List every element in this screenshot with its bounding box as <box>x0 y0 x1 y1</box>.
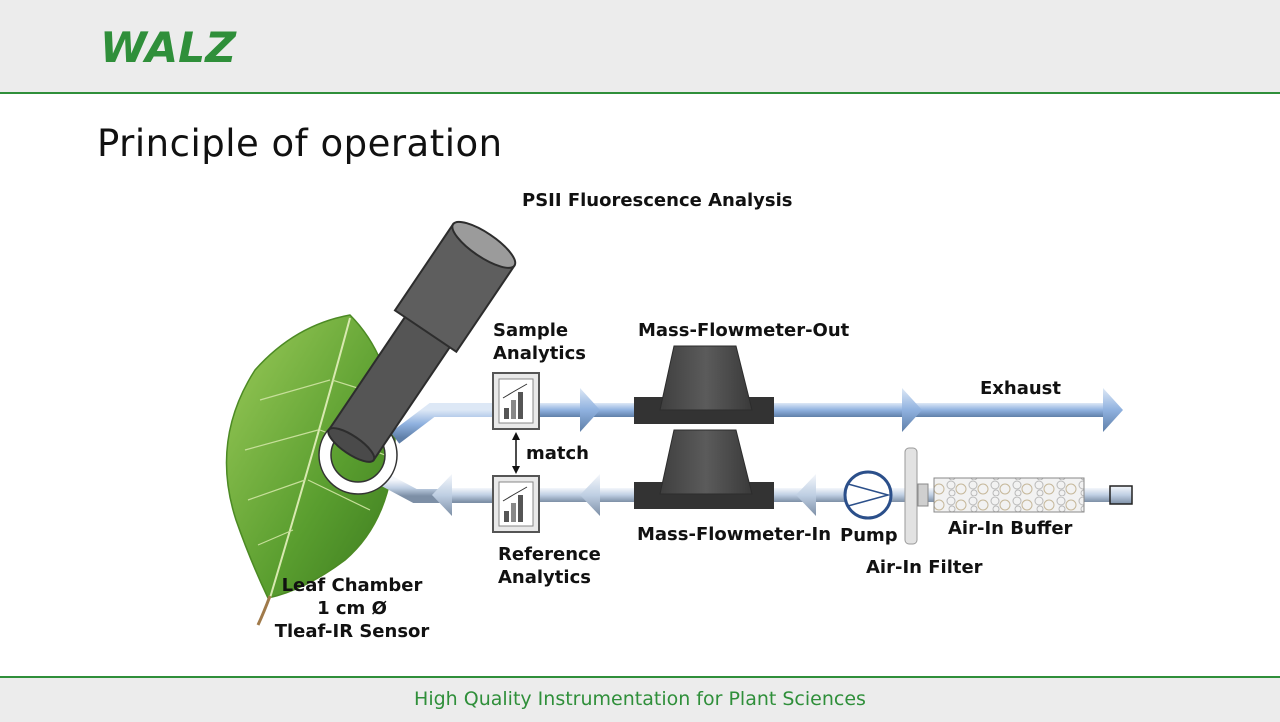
pump-icon <box>843 470 893 520</box>
walz-logo: WALZ <box>100 24 238 68</box>
walz-logo-text: WALZ <box>100 24 238 68</box>
reference-analytics-icon <box>492 475 540 533</box>
reference-analytics-label-1: Reference <box>498 544 601 565</box>
exhaust-arrow-icon <box>1103 388 1123 432</box>
sample-flow-tube <box>520 403 1115 417</box>
air-in-filter-label: Air-In Filter <box>866 557 983 578</box>
leaf-illustration <box>225 314 396 626</box>
flow-arrow-icon <box>580 474 600 516</box>
page-title: Principle of operation <box>97 122 503 165</box>
sample-tube <box>390 403 520 444</box>
leaf-chamber-label-3: Tleaf-IR Sensor <box>275 621 430 642</box>
footer-tagline: High Quality Instrumentation for Plant S… <box>414 688 866 710</box>
mass-flowmeter-in-label: Mass-Flowmeter-In <box>637 524 831 545</box>
match-arrow-icon <box>512 432 520 474</box>
psii-fluorometer-icon <box>327 220 517 463</box>
header-bar: WALZ <box>0 0 1280 94</box>
air-in-buffer-icon <box>933 477 1085 513</box>
flow-arrow-icon <box>580 388 600 432</box>
psii-label: PSII Fluorescence Analysis <box>522 190 793 211</box>
air-in-buffer-label: Air-In Buffer <box>948 518 1073 539</box>
sample-analytics-label-2: Analytics <box>493 343 586 364</box>
mass-flowmeter-in <box>634 429 774 509</box>
flow-arrow-icon <box>796 474 816 516</box>
sample-analytics-label-1: Sample <box>493 320 568 341</box>
sample-analytics-icon <box>492 372 540 430</box>
mass-flowmeter-out <box>634 345 774 424</box>
air-in-filter-icon <box>904 447 929 545</box>
exhaust-label: Exhaust <box>980 378 1061 399</box>
pump-label: Pump <box>840 525 898 546</box>
leaf-chamber-label-1: Leaf Chamber <box>282 575 423 596</box>
match-label: match <box>526 443 589 464</box>
reference-analytics-label-2: Analytics <box>498 567 591 588</box>
footer-bar: High Quality Instrumentation for Plant S… <box>0 676 1280 722</box>
mass-flowmeter-out-label: Mass-Flowmeter-Out <box>638 320 850 341</box>
leaf-chamber-label-2: 1 cm Ø <box>317 598 387 619</box>
flow-arrow-icon <box>432 474 452 516</box>
flow-arrow-icon <box>902 388 922 432</box>
